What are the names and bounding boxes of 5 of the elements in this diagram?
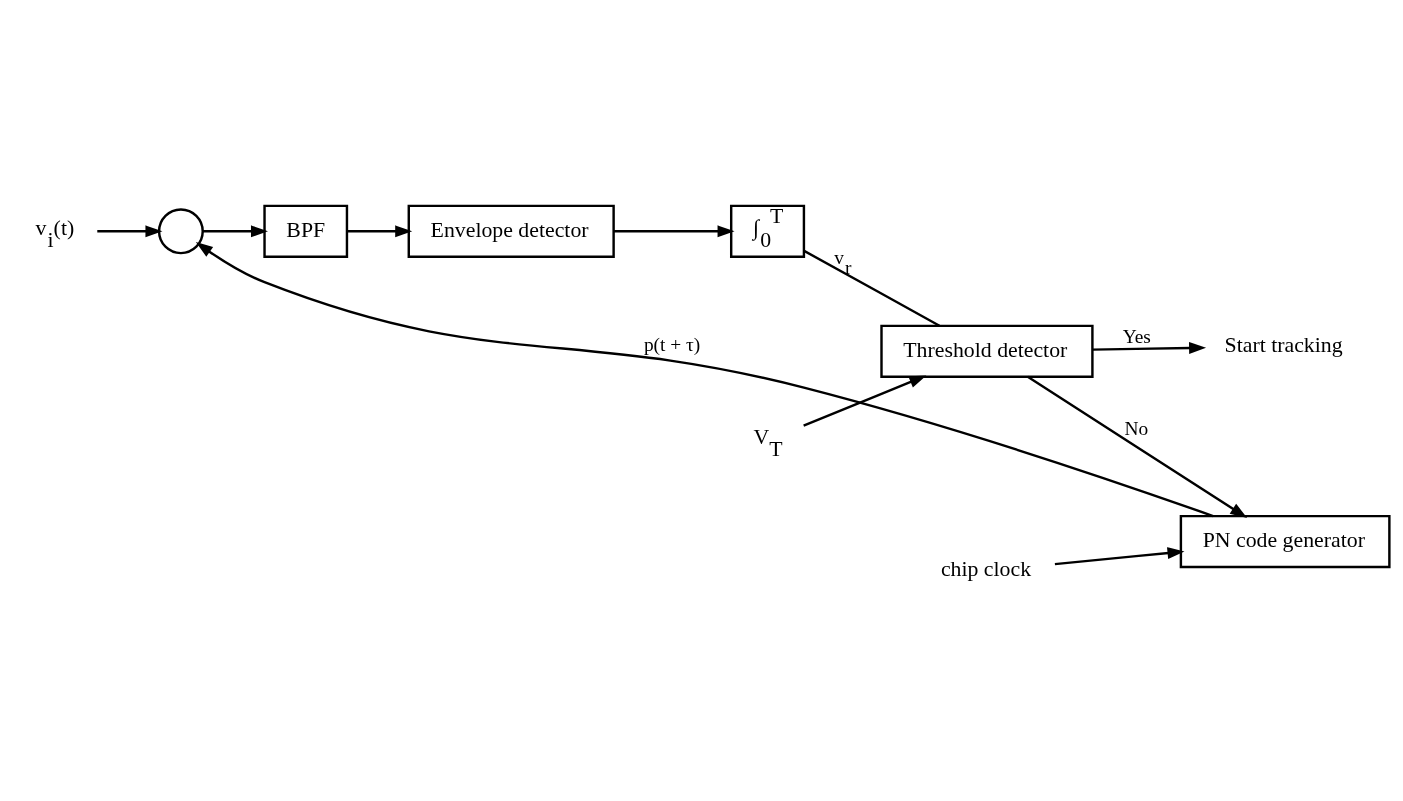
edge-label: p(t + τ) <box>643 333 701 355</box>
node-text: chip clock <box>940 556 1032 581</box>
edge-label: Yes <box>1122 325 1151 347</box>
node-text: Start tracking <box>1224 332 1343 357</box>
edge-label: No <box>1124 417 1149 439</box>
